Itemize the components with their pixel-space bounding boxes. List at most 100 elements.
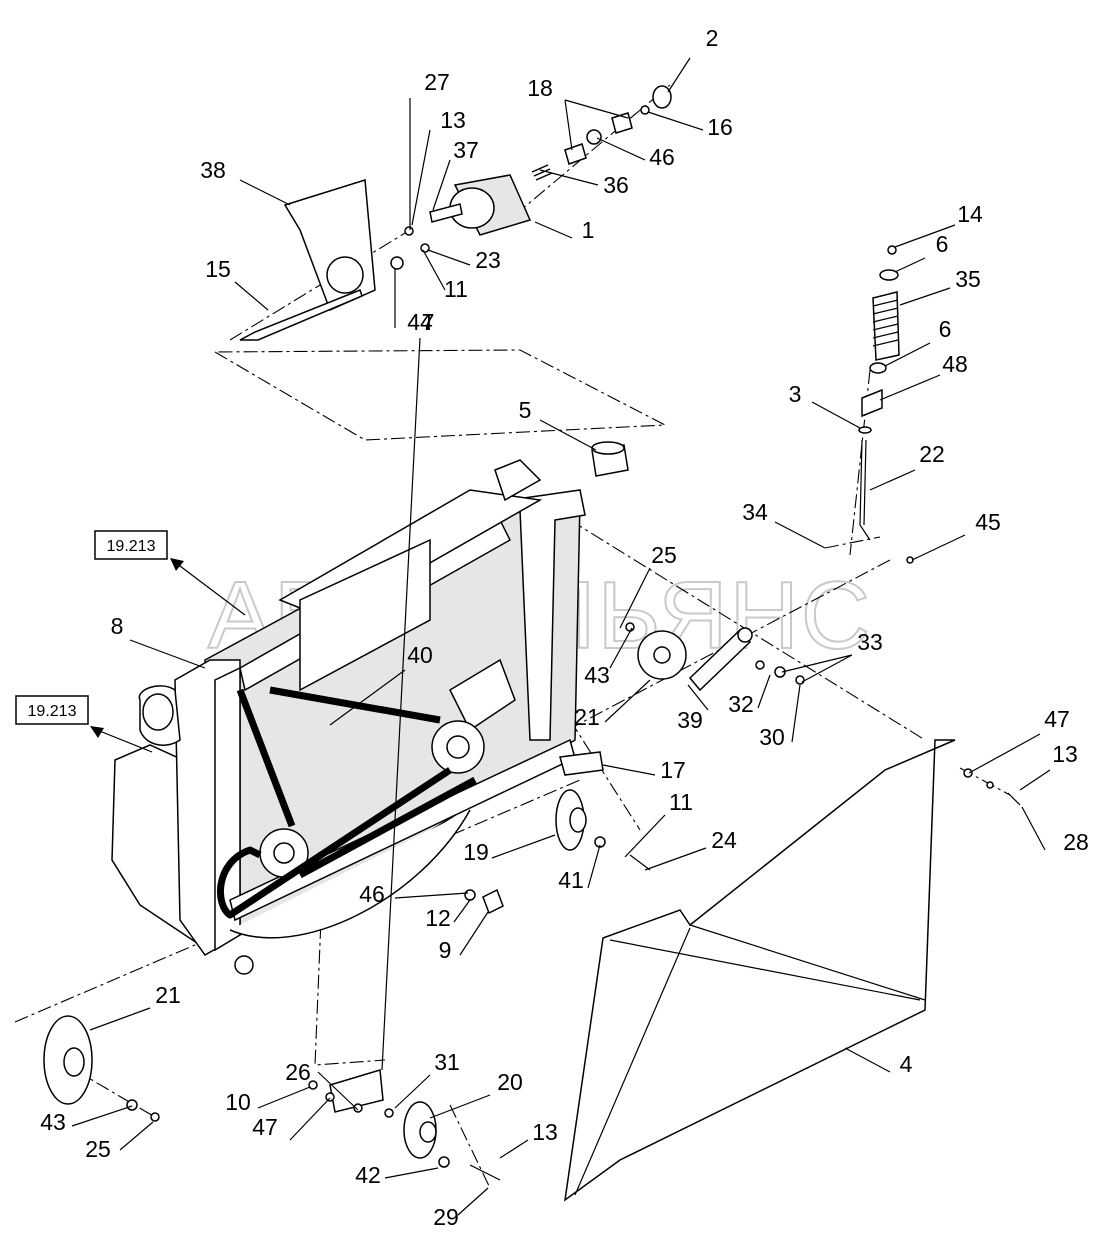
leader-line <box>453 899 471 923</box>
leader-line <box>894 224 956 248</box>
leader-line <box>129 639 206 669</box>
bushing-5 <box>591 441 629 477</box>
leader-line <box>844 1047 891 1073</box>
part-callout-label: 8 <box>111 613 124 639</box>
part-callout-label: 44 <box>407 309 433 335</box>
leader-line <box>884 342 931 367</box>
part-callout-label: 43 <box>584 662 610 688</box>
part-callout-label: 4 <box>900 1051 913 1077</box>
part-callout-label: 15 <box>205 256 231 282</box>
part-callout-label: 47 <box>252 1114 278 1140</box>
leader-line <box>791 684 801 743</box>
part-callout-label: 38 <box>200 157 226 183</box>
leader-line <box>624 814 666 858</box>
part-callout-label: 24 <box>711 827 737 853</box>
part-callout-label: 43 <box>40 1109 66 1135</box>
callout-leaders <box>71 57 1051 1216</box>
part-callout-label: 7 <box>422 309 435 335</box>
part-callout-label: 6 <box>939 316 952 342</box>
part-callout-label: 45 <box>975 509 1001 535</box>
part-callout-label: 26 <box>285 1059 311 1085</box>
part-callout-label: 25 <box>651 542 677 568</box>
part-callout-label: 18 <box>527 75 553 101</box>
pulleys <box>43 789 606 1168</box>
reference-label: 19.213 <box>107 538 156 555</box>
leader-line <box>539 419 597 451</box>
leader-line <box>539 169 599 186</box>
leader-line <box>257 1086 311 1109</box>
leader-line <box>604 679 651 723</box>
part-callout-label: 22 <box>919 441 945 467</box>
part-callout-label: 47 <box>1044 706 1070 732</box>
leader-line <box>596 137 646 161</box>
leader-line <box>1019 769 1051 791</box>
part-callout-label: 19 <box>463 839 489 865</box>
leader-line <box>427 249 471 266</box>
leader-line <box>394 1074 431 1109</box>
leader-line <box>429 1094 491 1119</box>
leader-line <box>564 99 629 151</box>
spring-rod-assembly <box>858 245 900 541</box>
part-callout-label: 48 <box>942 351 968 377</box>
leader-line <box>811 401 861 429</box>
part-callout-label: 17 <box>660 757 686 783</box>
part-callout-label: 27 <box>424 69 450 95</box>
main-frame <box>111 459 604 975</box>
tensioner-group <box>625 556 914 692</box>
part-callout-label: 6 <box>936 231 949 257</box>
part-callout-label: 11 <box>669 789 693 815</box>
part-callout-label: 13 <box>1052 741 1078 767</box>
leader-line <box>609 627 633 669</box>
part-callout-label: 39 <box>677 707 703 733</box>
part-callout-label: 1 <box>582 217 595 243</box>
cover-plate-4 <box>564 739 956 1202</box>
leader-line <box>644 847 707 871</box>
part-callout-label: 11 <box>444 276 468 302</box>
part-callout-label: 13 <box>532 1119 558 1145</box>
part-callout-label: 37 <box>453 137 479 163</box>
top-bracket-assembly <box>239 85 672 341</box>
part-callout-label: 20 <box>497 1069 523 1095</box>
leader-line <box>774 521 826 549</box>
part-callout-label: 3 <box>789 381 802 407</box>
part-callout-label: 34 <box>742 499 768 525</box>
leader-line <box>1021 806 1046 851</box>
leader-line <box>317 1071 359 1111</box>
leader-line <box>394 892 469 899</box>
part-callout-label: 33 <box>857 629 883 655</box>
leader-line <box>894 257 926 273</box>
part-callout-label: 40 <box>407 642 433 668</box>
part-callout-label: 16 <box>707 114 733 140</box>
part-callout-label: 21 <box>155 982 181 1008</box>
leader-line <box>384 1167 439 1179</box>
leader-line <box>647 111 704 131</box>
reference-box-1: 19.213 <box>94 530 246 616</box>
part-callout-label: 31 <box>434 1049 460 1075</box>
part-callout-label: 10 <box>225 1089 251 1115</box>
leader-line <box>457 1187 489 1216</box>
part-callout-label: 41 <box>558 867 584 893</box>
bracket-7 <box>308 888 504 1118</box>
part-callout-label: 5 <box>519 397 532 423</box>
leader-line <box>534 221 573 239</box>
reference-box-2: 19.213 <box>15 695 153 753</box>
part-callout-label: 36 <box>603 172 629 198</box>
leader-line <box>879 374 941 401</box>
leader-line <box>781 654 853 683</box>
drive-belt <box>216 686 477 919</box>
leader-line <box>911 534 966 561</box>
part-callout-label: 30 <box>759 724 785 750</box>
leader-line <box>234 281 269 311</box>
leader-line <box>757 674 771 709</box>
leader-line <box>459 911 489 956</box>
leader-line <box>491 834 556 859</box>
leader-line <box>899 287 951 306</box>
part-callout-label: 23 <box>475 247 501 273</box>
leader-line <box>499 1139 529 1159</box>
leader-line <box>619 567 651 629</box>
leader-line <box>968 733 1041 774</box>
part-callout-label: 32 <box>728 691 754 717</box>
part-callout-label: 13 <box>440 107 466 133</box>
